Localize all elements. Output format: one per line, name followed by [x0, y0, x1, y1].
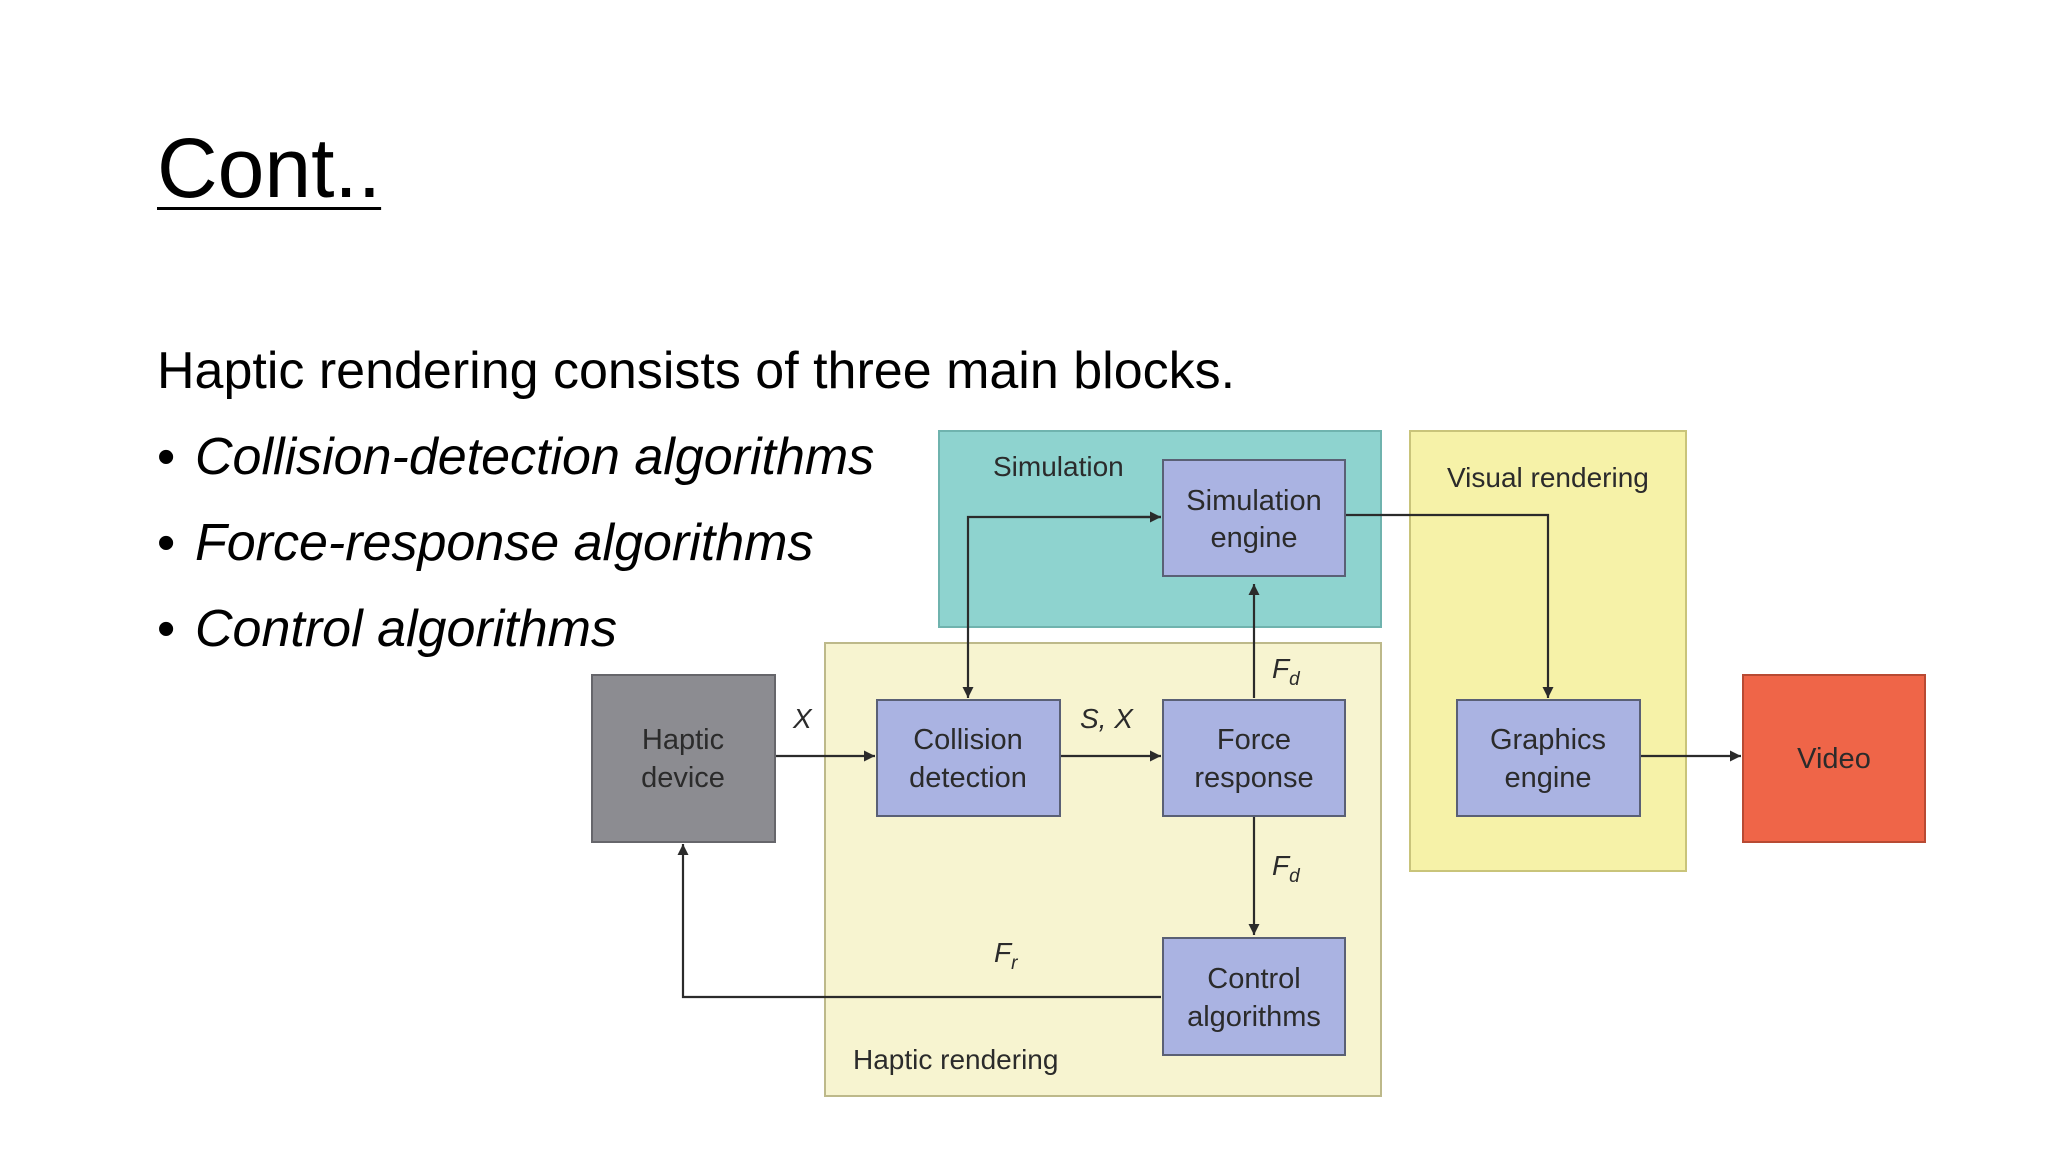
collision-detection-label-line2: detection	[909, 762, 1027, 794]
bullet-dot-icon: •	[157, 514, 176, 572]
edge-control-to-haptic-device	[677, 844, 1161, 999]
intro-text: Haptic rendering consists of three main …	[157, 342, 1236, 400]
simulation-engine-label-line1: Simulation	[1186, 485, 1321, 517]
haptic-rendering-region-label: Haptic rendering	[853, 1044, 1058, 1075]
bullet-dot-icon: •	[157, 428, 176, 486]
simulation-engine-label-line2: engine	[1210, 522, 1297, 554]
bullet-text: Control algorithms	[195, 600, 617, 658]
slide-body: Haptic rendering consists of three main …	[157, 335, 1357, 679]
bullet-item: • Collision-detection algorithms	[157, 421, 1357, 507]
signal-fd-up-main: F	[1272, 653, 1291, 684]
graphics-engine-block	[1456, 699, 1641, 817]
haptic-device-block	[591, 674, 776, 843]
simulation-engine-block	[1162, 459, 1346, 577]
signal-fr-main: F	[994, 937, 1013, 968]
force-response-label-line2: response	[1194, 762, 1313, 794]
visual-rendering-region-label: Visual rendering	[1447, 462, 1649, 493]
signal-fd-up-sub: d	[1289, 669, 1301, 690]
bullet-text: Force-response algorithms	[195, 514, 814, 572]
signal-fr-label: Fr	[994, 937, 1018, 974]
signal-fd-down-label: Fd	[1272, 850, 1301, 887]
haptic-device-label-line2: device	[641, 762, 725, 794]
control-algorithms-label-line2: algorithms	[1187, 1001, 1321, 1033]
signal-x-label: X	[792, 703, 813, 734]
force-response-block	[1162, 699, 1346, 817]
graphics-engine-label-line1: Graphics	[1490, 724, 1606, 756]
edge-simulation-to-graphics	[1344, 513, 1554, 698]
signal-fr-sub: r	[1011, 953, 1018, 974]
bullet-item: • Force-response algorithms	[157, 507, 1357, 593]
video-block	[1742, 674, 1926, 843]
bullet-dot-icon: •	[157, 600, 176, 658]
control-algorithms-label-line1: Control	[1207, 963, 1301, 995]
bullet-list: • Collision-detection algorithms • Force-r…	[157, 421, 1357, 679]
bullet-item: • Control algorithms	[157, 593, 1357, 679]
force-response-label-line1: Force	[1217, 724, 1291, 756]
video-label: Video	[1797, 743, 1871, 775]
edge-simulation-to-collision	[962, 515, 1161, 698]
slide-title: Cont..	[157, 121, 382, 215]
signal-fd-down-main: F	[1272, 850, 1291, 881]
signal-fd-up-label: Fd	[1272, 653, 1301, 690]
control-algorithms-block	[1162, 937, 1346, 1056]
collision-detection-block	[876, 699, 1061, 817]
signal-s-x-label: S, X	[1080, 703, 1134, 734]
graphics-engine-label-line2: engine	[1504, 762, 1591, 794]
signal-fd-down-sub: d	[1289, 866, 1301, 887]
collision-detection-label-line1: Collision	[913, 724, 1023, 756]
bullet-text: Collision-detection algorithms	[195, 428, 875, 486]
haptic-device-label-line1: Haptic	[642, 724, 724, 756]
simulation-region-label: Simulation	[993, 451, 1124, 482]
